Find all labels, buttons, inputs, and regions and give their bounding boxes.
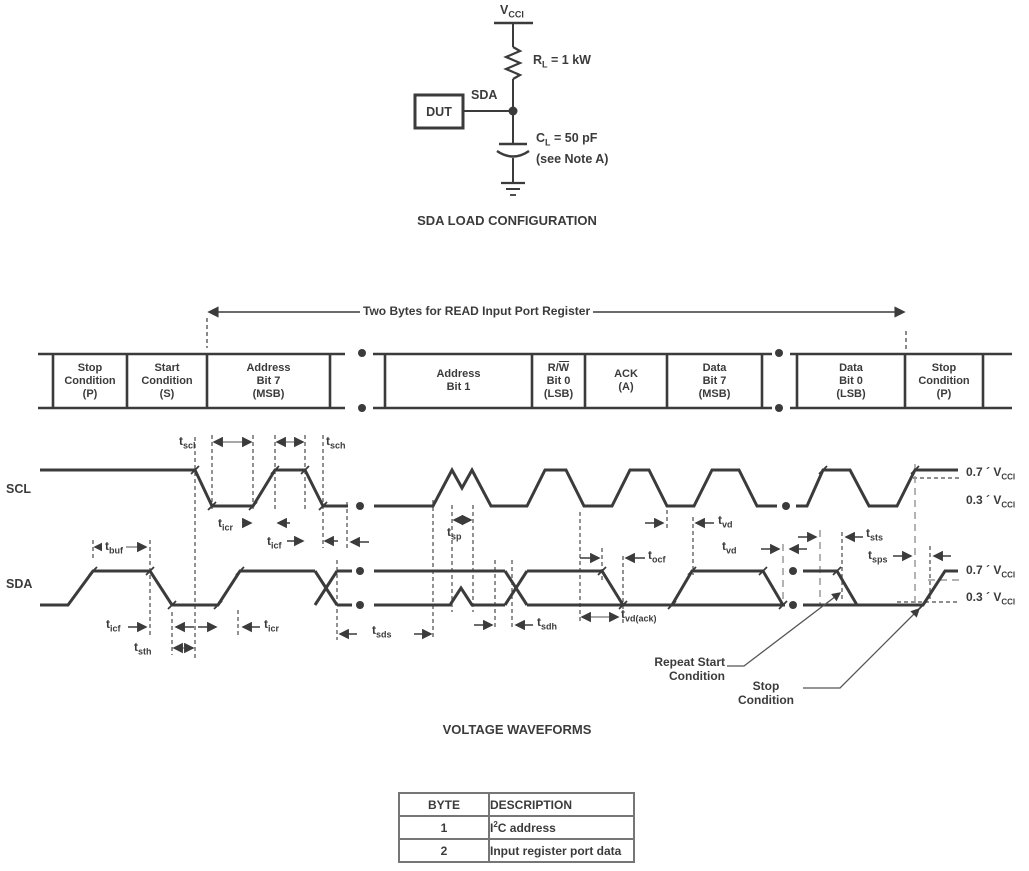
voltage-waveforms-caption: VOLTAGE WAVEFORMS — [442, 722, 592, 737]
label-tsp: tsp — [447, 525, 462, 542]
load-config-caption: SDA LOAD CONFIGURATION — [417, 213, 597, 228]
pullup-resistor-label: RL = 1 kW — [533, 53, 591, 70]
sda-level-07vcci: 0.7 ´ VCCI — [966, 563, 1016, 580]
scl-level-03vcci: 0.3 ´ VCCI — [966, 493, 1016, 510]
label-ticf-sda: ticf — [106, 617, 121, 634]
byte-cell-ack: ACK (A) — [614, 368, 638, 393]
byte-cell-rw-bit0: R/W Bit 0 (LSB) — [543, 361, 574, 400]
dimension-pointers — [128, 517, 951, 640]
label-tsts: tsts — [866, 526, 884, 543]
header-description: DESCRIPTION — [488, 792, 635, 817]
label-tsps: tsps — [868, 548, 888, 565]
net-node-dot — [508, 106, 518, 116]
scl-level-07vcci: 0.7 ´ VCCI — [966, 465, 1016, 482]
byte-cell-stop-p: Stop Condition (P) — [64, 361, 116, 400]
load-cap-label: CL = 50 pF — [536, 131, 598, 148]
label-tbuf: tbuf — [102, 540, 126, 556]
label-tsch: tsch — [326, 434, 346, 451]
label-tsdh: tsdh — [537, 615, 558, 632]
label-tvd-2: tvd — [722, 539, 737, 556]
waveform-break-dots — [356, 502, 797, 609]
sda-signal-label: SDA — [6, 577, 33, 591]
byte-cell-data-bit0: Data Bit 0 (LSB) — [836, 361, 866, 400]
sda-level-03vcci: 0.3 ´ VCCI — [966, 590, 1016, 607]
byte-cell-data-bit7: Data Bit 7 (MSB) — [698, 361, 731, 400]
scl-signal-label: SCL — [6, 482, 31, 496]
byte-cell-start-s: Start Condition (S) — [141, 361, 193, 400]
byte-cell-stop-p-2: Stop Condition (P) — [918, 361, 970, 400]
byte-description: I2C address — [488, 815, 635, 840]
label-ticr-scl: ticr — [218, 516, 234, 533]
load-cap-note: (see Note A) — [536, 152, 609, 166]
label-tvdack: tvd(ack) — [621, 607, 657, 624]
byte-row-break-dots — [358, 349, 783, 412]
table-row: 1 I2C address — [398, 815, 635, 840]
label-tocf: tocf — [648, 548, 666, 565]
byte-description: Input register port data — [488, 838, 635, 863]
table-row: 2 Input register port data — [398, 838, 635, 863]
label-tsds: tsds — [372, 623, 392, 640]
sda-net-label: SDA — [471, 88, 498, 102]
label-tvd-1: tvd — [718, 513, 733, 530]
byte-number: 2 — [398, 838, 490, 863]
scl-waveform — [40, 466, 958, 508]
resistor-symbol — [503, 46, 523, 80]
dut-label: DUT — [426, 104, 452, 119]
repeat-start-annotation: Repeat Start Condition — [654, 655, 725, 683]
byte-number: 1 — [398, 815, 490, 840]
byte-description-table: BYTE DESCRIPTION 1 I2C address 2 Input r… — [398, 792, 635, 863]
corner-ticks — [88, 465, 928, 610]
byte-cell-addr-bit7: Address Bit 7 (MSB) — [246, 361, 291, 400]
stop-annotation: Stop Condition — [738, 679, 794, 707]
label-ticr-sda: ticr — [264, 617, 280, 634]
byte-cell-addr-bit1: Address Bit 1 — [436, 368, 481, 393]
byte-row-frame — [38, 352, 1012, 410]
vcc-label: VCCI — [500, 3, 524, 20]
table-header-row: BYTE DESCRIPTION — [398, 792, 635, 817]
two-bytes-span-label: Two Bytes for READ Input Port Register — [360, 304, 594, 318]
sda-waveform — [40, 569, 958, 607]
annotation-leaders — [727, 592, 920, 689]
dashed-guides — [92, 435, 960, 658]
circuit-diagram — [413, 21, 533, 196]
label-tsth: tsth — [134, 640, 152, 657]
label-ticf-scl: ticf — [267, 534, 282, 551]
dashed-guides-gray — [782, 464, 960, 606]
label-tscl: tscl — [179, 434, 196, 451]
header-byte: BYTE — [398, 792, 490, 817]
